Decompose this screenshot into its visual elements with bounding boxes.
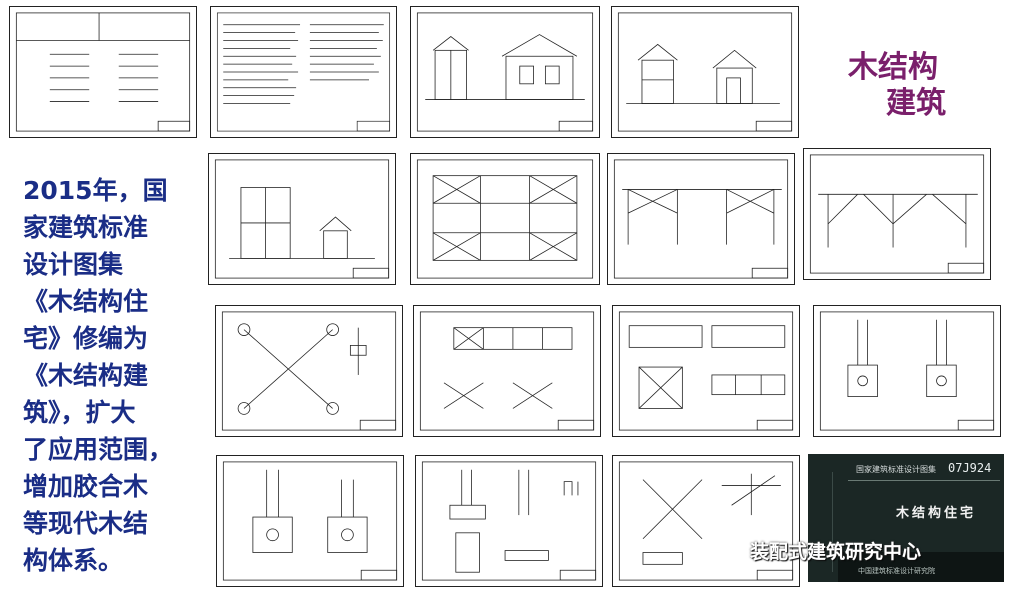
watermark: 装配式建筑研究中心 bbox=[722, 537, 921, 564]
cover-publisher: 中国建筑标准设计研究院 bbox=[858, 567, 935, 575]
atlas-cover: 国家建筑标准设计图集 07J924 木结构住宅 中国建筑标准设计研究院 bbox=[808, 454, 1004, 582]
slide-title-line-1: 木结构 bbox=[848, 50, 938, 85]
drawing-sheet-section bbox=[208, 153, 396, 285]
drawing-sheet-cross-brace bbox=[215, 305, 403, 437]
cover-series-label: 国家建筑标准设计图集 bbox=[856, 465, 936, 474]
drawing-sheet-details bbox=[413, 305, 601, 437]
cover-title: 木结构住宅 bbox=[896, 506, 977, 521]
drawing-sheet-elevation bbox=[410, 6, 600, 138]
drawing-sheet-index bbox=[9, 6, 197, 138]
watermark-text: 装配式建筑研究中心 bbox=[750, 541, 922, 563]
drawing-sheet-footing-2 bbox=[216, 455, 404, 587]
drawing-sheet-plan-grid bbox=[410, 153, 600, 285]
drawing-sheet-connections bbox=[415, 455, 603, 587]
cover-spine bbox=[818, 472, 833, 572]
drawing-sheet-connections-2 bbox=[612, 455, 800, 587]
description-text: 2015年，国 家建筑标准 设计图集 《木结构住 宅》修编为 《木结构建 筑》，… bbox=[23, 176, 174, 575]
cover-code: 07J924 bbox=[948, 461, 992, 475]
cover-header-strip bbox=[848, 460, 1000, 481]
drawing-sheet-elevation-2 bbox=[611, 6, 799, 138]
slide-title-line-2: 建筑 bbox=[886, 86, 946, 121]
cover-footer-band bbox=[838, 552, 1004, 582]
drawing-sheet-truss bbox=[607, 153, 795, 285]
drawing-sheet-truss-2 bbox=[803, 148, 991, 280]
drawing-sheet-footing bbox=[813, 305, 1001, 437]
drawing-sheet-notes bbox=[210, 6, 397, 138]
drawing-sheet-details-2 bbox=[612, 305, 800, 437]
wechat-icon bbox=[722, 542, 744, 559]
